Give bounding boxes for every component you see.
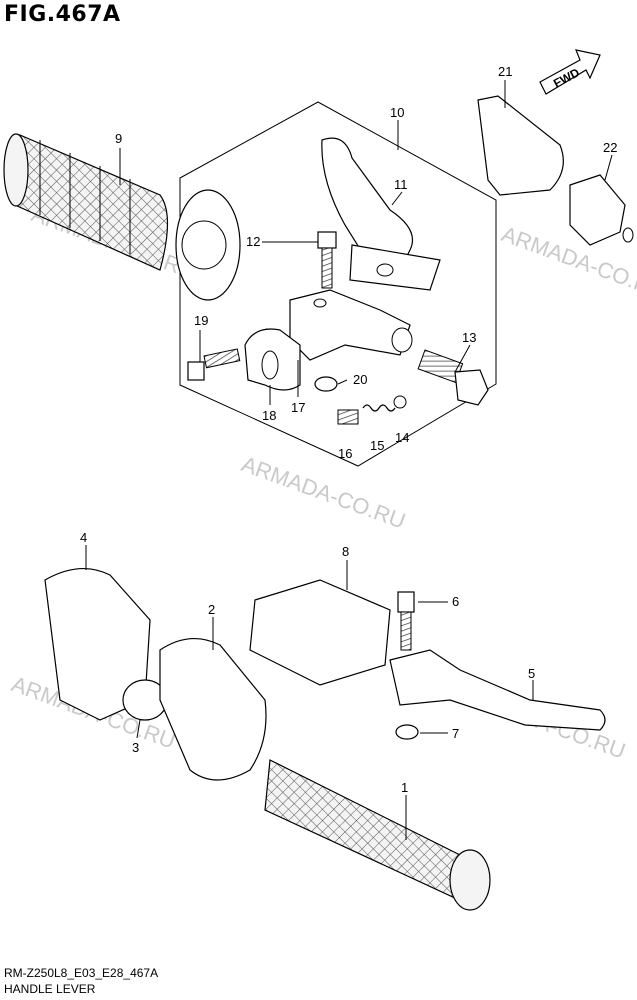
fwd-arrow-icon: FWD <box>539 49 601 95</box>
callout-12: 12 <box>246 234 260 249</box>
callout-9: 9 <box>115 131 122 146</box>
callout-6: 6 <box>452 594 459 609</box>
callout-21: 21 <box>498 64 512 79</box>
part-17-lever-holder <box>289 289 413 361</box>
figure-title: FIG.467A <box>4 2 121 27</box>
callout-4: 4 <box>80 530 87 545</box>
callout-3: 3 <box>132 740 139 755</box>
callout-17: 17 <box>291 400 305 415</box>
callout-22: 22 <box>603 140 617 155</box>
leader-lines <box>85 80 613 840</box>
callout-15: 15 <box>370 438 384 453</box>
part-22-adjuster <box>569 174 634 246</box>
part-21-cover <box>477 95 564 196</box>
part-6-bolt <box>397 591 415 651</box>
part-5-lever <box>389 649 606 731</box>
callout-1: 1 <box>401 780 408 795</box>
callout-labels: 9 10 11 12 19 13 20 18 17 15 14 16 21 22… <box>80 64 617 795</box>
part-8-holder <box>249 579 391 686</box>
part-2-housing <box>159 637 267 781</box>
part-13-adjuster <box>417 349 489 406</box>
part-14-ball <box>393 395 407 409</box>
callout-11: 11 <box>394 177 408 192</box>
callout-18: 18 <box>262 408 276 423</box>
watermark: ARMADA-CO.RU <box>238 451 409 533</box>
callout-10: 10 <box>390 105 404 120</box>
callout-16: 16 <box>338 446 352 461</box>
callout-2: 2 <box>208 602 215 617</box>
part-9-grip-flange <box>175 189 241 301</box>
part-19-bolt <box>187 348 241 381</box>
part-16-pin <box>337 409 359 425</box>
callout-13: 13 <box>462 330 476 345</box>
callout-14: 14 <box>395 430 409 445</box>
part-15-spring <box>362 404 396 412</box>
assembly-outline <box>179 101 497 467</box>
figure-code: RM-Z250L8_E03_E28_467A <box>4 966 159 980</box>
callout-5: 5 <box>528 666 535 681</box>
part-11-lever <box>321 137 441 291</box>
callout-7: 7 <box>452 726 459 741</box>
part-12-bolt <box>317 231 337 289</box>
part-1-grip <box>264 759 491 911</box>
callout-20: 20 <box>353 372 367 387</box>
callout-19: 19 <box>194 313 208 328</box>
part-9-grip <box>3 133 169 271</box>
figure-name: HANDLE LEVER <box>4 982 96 996</box>
part-20-nut <box>314 376 338 392</box>
callout-8: 8 <box>342 544 349 559</box>
part-7-nut <box>395 724 419 740</box>
part-18-clamp <box>244 328 301 391</box>
